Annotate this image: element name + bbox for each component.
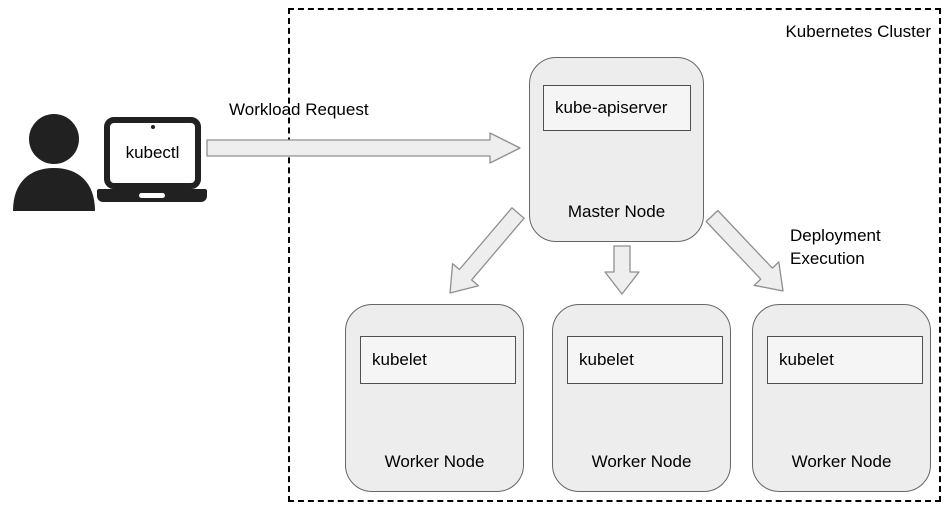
deployment-execution-label: Deployment Execution	[790, 226, 881, 268]
worker-node-2: kubelet Worker Node	[552, 304, 731, 492]
kubelet-box-3: kubelet	[767, 336, 923, 384]
master-node-label: Master Node	[567, 202, 666, 221]
kube-apiserver-box: kube-apiserver	[543, 85, 691, 131]
master-node: kube-apiserver Master Node	[529, 57, 704, 242]
user-body	[13, 168, 95, 211]
laptop-camera-icon	[150, 125, 155, 129]
kubectl-label: kubectl	[125, 143, 180, 162]
worker-node-2-label: Worker Node	[591, 452, 692, 471]
kubernetes-cluster-boundary: Kubernetes Cluster kube-apiserver Master…	[288, 8, 941, 502]
kubelet-box-1: kubelet	[360, 336, 516, 384]
kubelet-label-1: kubelet	[372, 350, 427, 369]
kubernetes-cluster-label: Kubernetes Cluster	[785, 22, 931, 41]
user-head	[29, 114, 79, 164]
laptop-screen: kubectl	[104, 117, 201, 189]
user-icon	[13, 114, 95, 211]
worker-node-1-label: Worker Node	[384, 452, 485, 471]
kubelet-label-2: kubelet	[579, 350, 634, 369]
worker-node-3-label: Worker Node	[791, 452, 892, 471]
kubelet-label-3: kubelet	[779, 350, 834, 369]
kube-apiserver-label: kube-apiserver	[555, 98, 668, 117]
worker-node-1: kubelet Worker Node	[345, 304, 524, 492]
laptop-notch	[139, 193, 165, 198]
kubelet-box-2: kubelet	[567, 336, 723, 384]
laptop-base	[97, 189, 207, 202]
workload-request-label: Workload Request	[229, 100, 369, 119]
worker-node-3: kubelet Worker Node	[752, 304, 931, 492]
